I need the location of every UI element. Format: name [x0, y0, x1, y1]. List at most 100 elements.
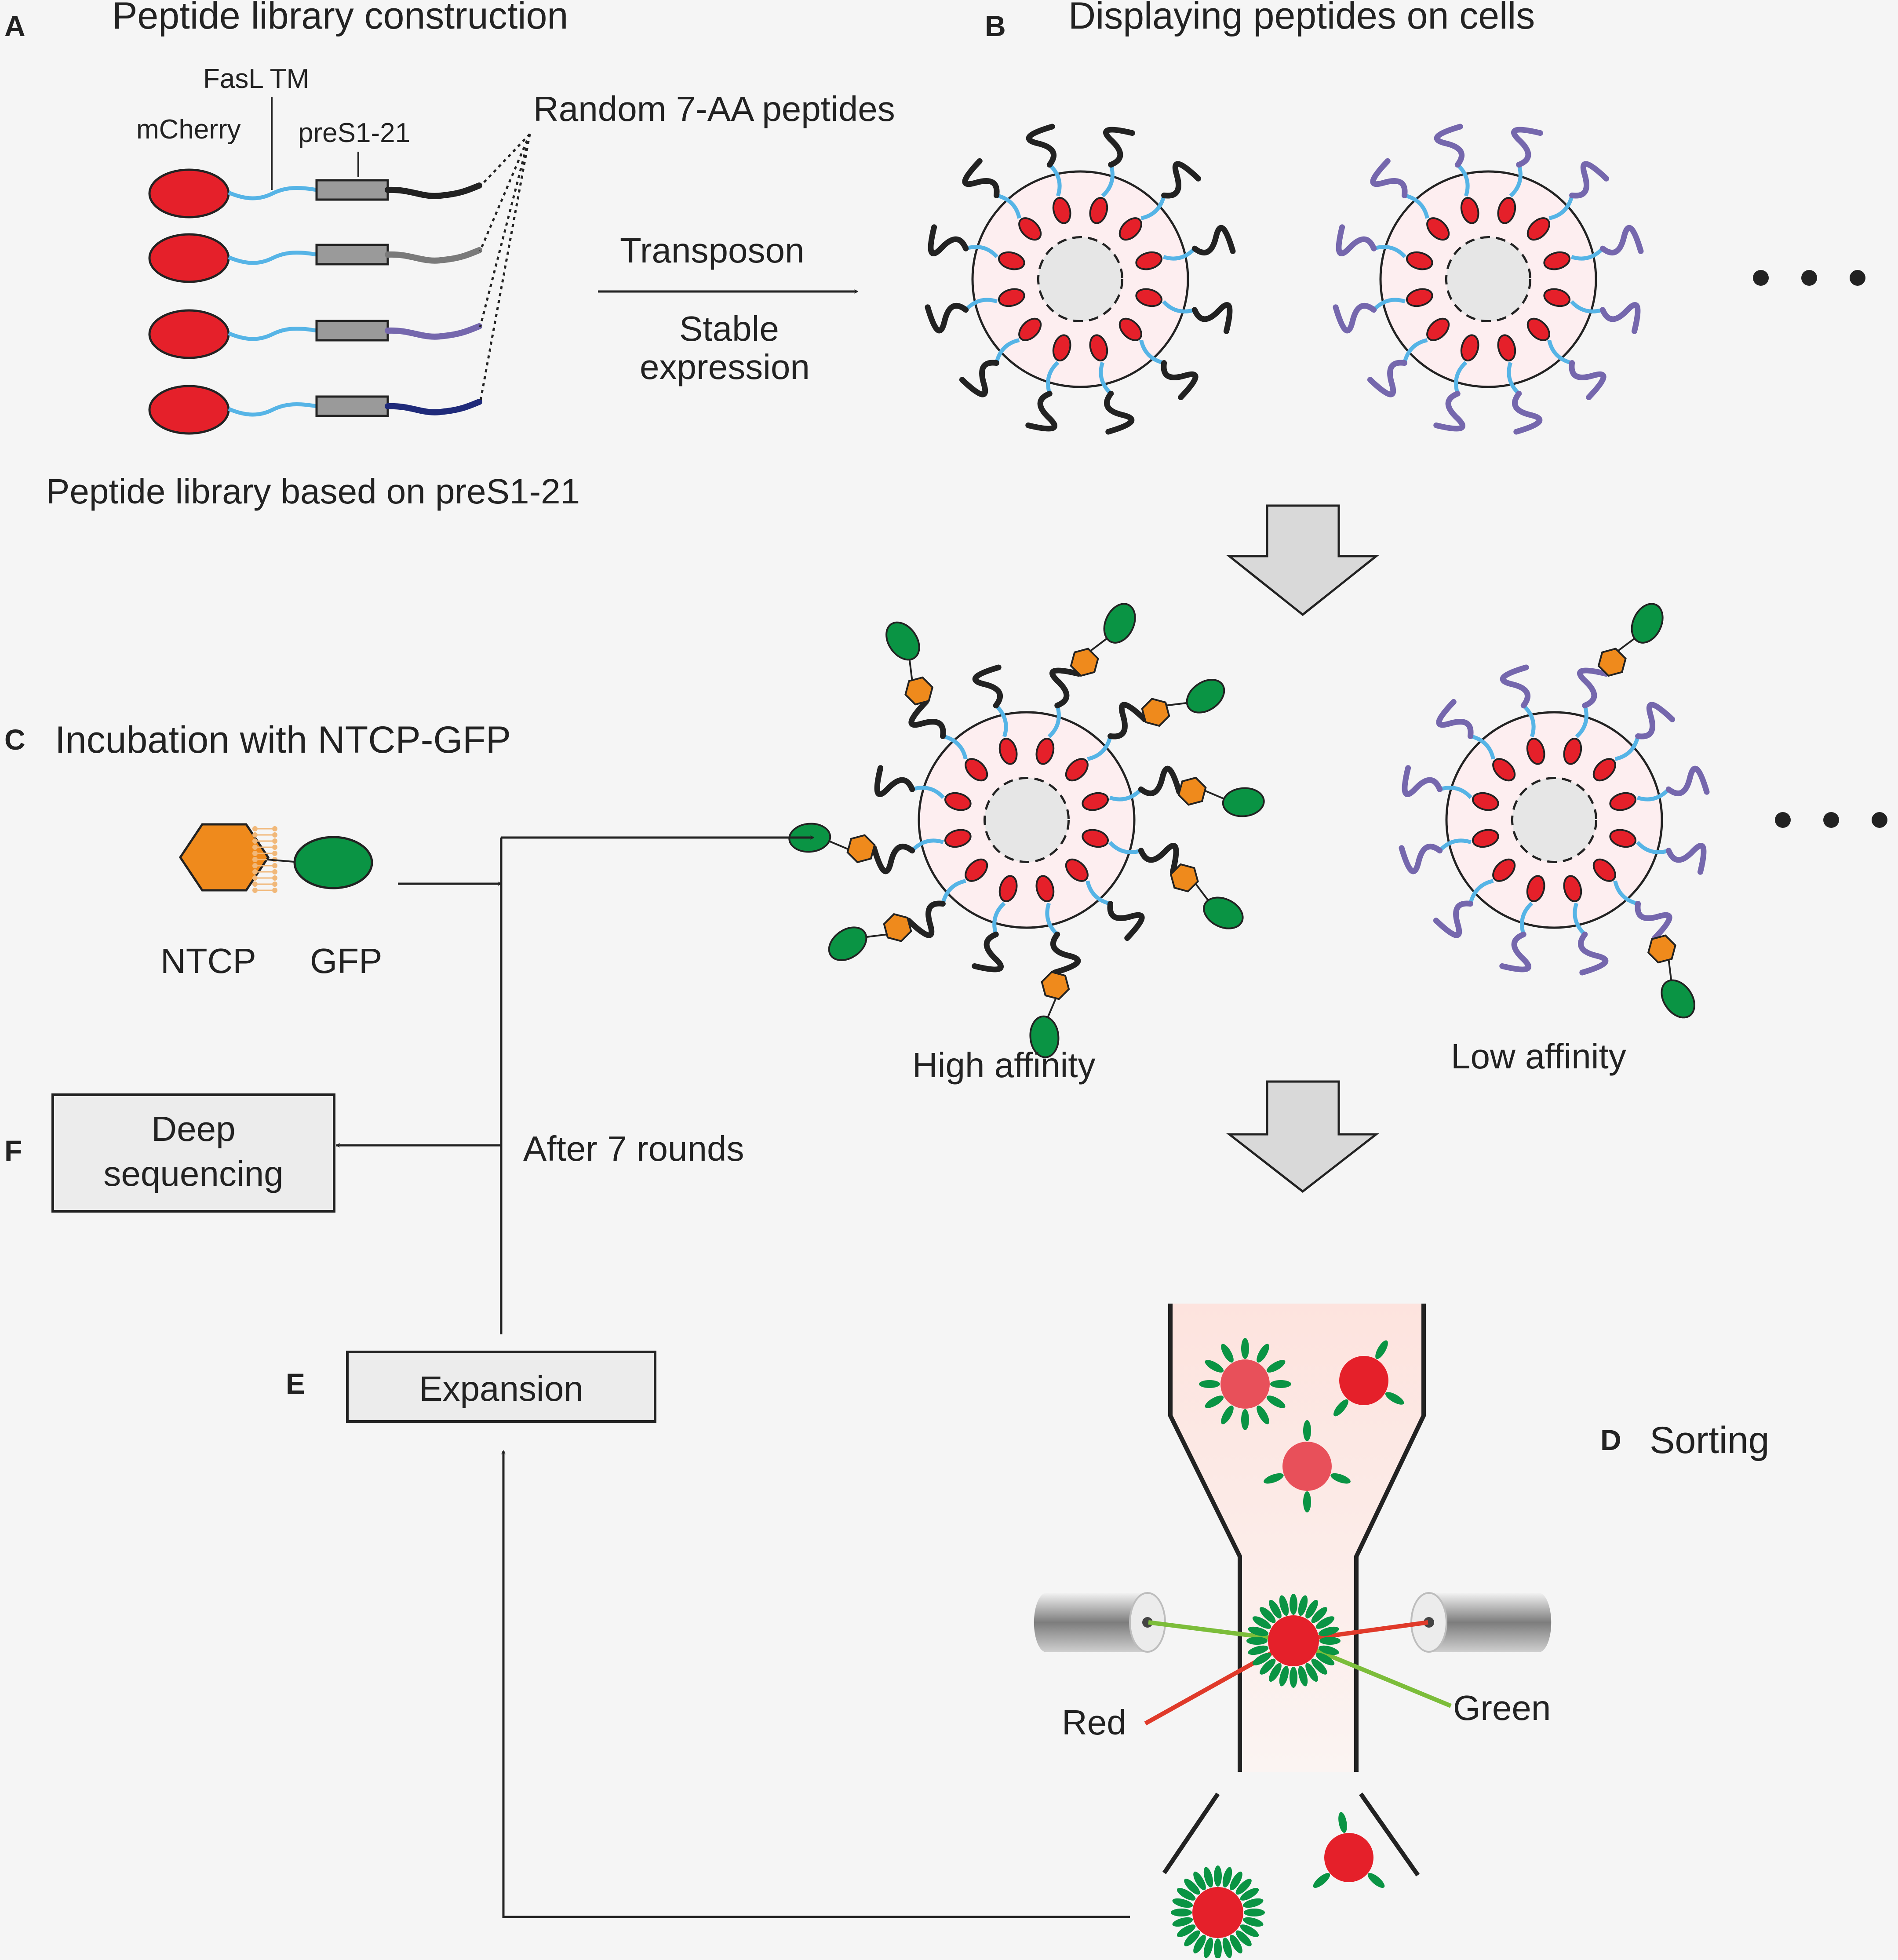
mcherry-ellipse: [1472, 829, 1499, 848]
mcherry-ellipse: [1135, 288, 1162, 307]
mcherry-ellipse: [1018, 317, 1042, 341]
random-pointer-dots: [479, 133, 531, 403]
linker: [1507, 361, 1520, 395]
green-laser-icon: [1034, 1592, 1166, 1653]
peptide-tail: [962, 158, 1000, 198]
gfp-spike: [1214, 1938, 1222, 1960]
selection-loop: After 7 rounds: [336, 838, 1130, 1918]
linker: [1636, 841, 1669, 854]
ntcp-gfp-link: [908, 657, 913, 680]
gfp-spike: [1260, 1658, 1276, 1675]
ntcp-label: NTCP: [160, 941, 256, 980]
linker: [911, 786, 945, 799]
gfp-spike: [1367, 1873, 1385, 1888]
linker: [1613, 880, 1639, 906]
linker: [1570, 300, 1603, 313]
ntcp-hexagon: [1169, 863, 1199, 893]
mcherry-ellipse: [1065, 758, 1089, 782]
gfp-spike: [1318, 1645, 1339, 1655]
pres1-label: preS1-21: [298, 118, 410, 148]
peptide-tail: [1578, 931, 1609, 976]
gfp-spike: [1235, 1930, 1252, 1946]
peptide-tail: [972, 931, 1004, 973]
peptide-tail: [1107, 901, 1145, 941]
sort-cell: [1264, 1420, 1351, 1512]
gfp-spike: [1298, 1595, 1308, 1616]
linker: [1439, 786, 1473, 799]
ntcp-hexagon: [883, 913, 912, 942]
mcherry-ellipse: [998, 875, 1018, 902]
peptide-tail: [1436, 699, 1474, 739]
linker: [1162, 300, 1195, 313]
peptide-tail: [1161, 360, 1199, 401]
peptide-tail: [1665, 843, 1707, 875]
ntcp-gfp-link: [1046, 998, 1057, 1020]
lipid-head: [252, 838, 258, 844]
linker: [995, 338, 1020, 364]
fasl-tm-label: FasL TM: [203, 64, 309, 94]
lipid-head: [252, 863, 258, 868]
transposon-arrow: Transposon Stable expression: [598, 231, 857, 386]
lipid-head: [272, 888, 277, 893]
panel-b: B Displaying peptides on cells: [925, 0, 1865, 435]
peptide-tail: [959, 360, 999, 397]
mcherry-ellipse: [1426, 217, 1450, 241]
lipid-head: [252, 882, 258, 887]
block-arrow-down-1: [1226, 504, 1380, 616]
gfp-spike: [1318, 1626, 1339, 1636]
linker: [1573, 902, 1586, 936]
cell-body: [1220, 1359, 1270, 1409]
ntcp-hexagon: [1070, 648, 1099, 677]
panel-label-a: A: [4, 10, 26, 42]
red-laser-icon: [1410, 1592, 1552, 1653]
mcherry-ellipse: [1497, 334, 1516, 361]
ntcp-gfp-link: [1195, 883, 1210, 903]
ntcp-hexagon: [1141, 698, 1170, 727]
gfp-spike: [1221, 1344, 1234, 1363]
mcherry-ellipse: [998, 288, 1025, 307]
gfp-ellipse: [1661, 979, 1695, 1019]
gfp-ellipse: [293, 836, 373, 889]
lipid-head: [252, 888, 258, 893]
ntcp-gfp-link: [864, 933, 887, 938]
peptide-tail: [1665, 765, 1710, 796]
gfp-spike: [1222, 1937, 1232, 1958]
gfp-spike: [1177, 1888, 1196, 1901]
peptide-tail: [1050, 931, 1081, 976]
mcherry-ellipse: [1089, 334, 1108, 361]
gfp-spike: [1248, 1645, 1269, 1655]
peptide-tail: [385, 399, 482, 415]
gfp-spike: [1298, 1665, 1308, 1687]
peptide-tail: [874, 765, 915, 797]
mcherry-ellipse: [1082, 829, 1109, 848]
linker: [995, 704, 1008, 738]
gfp-spike: [1375, 1340, 1388, 1359]
return-arrow: [503, 1451, 1130, 1918]
gfp-spike: [1270, 1380, 1291, 1388]
gfp-spike: [1242, 1898, 1264, 1908]
peptide-tail: [1025, 390, 1057, 432]
linker: [1454, 361, 1468, 394]
peptide-tail: [1191, 225, 1236, 255]
gfp-spike: [1244, 1909, 1265, 1916]
lipid-head: [272, 832, 277, 838]
membrane-icon: [252, 826, 277, 893]
construct-row: [148, 309, 482, 359]
mcherry-ellipse: [1052, 334, 1071, 361]
peptide-tail: [1333, 303, 1377, 334]
linker: [1438, 838, 1472, 852]
ntcp-gfp-link: [1617, 636, 1637, 652]
peptide-tail: [385, 323, 482, 340]
more-dots: [1775, 812, 1887, 828]
gfp-spike: [1385, 1392, 1404, 1405]
ntcp-gfp-link: [827, 839, 849, 850]
gfp-spike: [1172, 1898, 1193, 1908]
mcherry-ellipse: [1563, 875, 1582, 902]
library-caption: Peptide library based on preS1-21: [46, 472, 580, 511]
peptide-tail: [1370, 158, 1408, 198]
peptide-tail: [871, 844, 915, 874]
peptide-tail: [1433, 390, 1465, 432]
gfp-spike: [1184, 1930, 1200, 1946]
mcherry-ellipse: [1609, 829, 1636, 848]
linker: [1636, 788, 1670, 801]
